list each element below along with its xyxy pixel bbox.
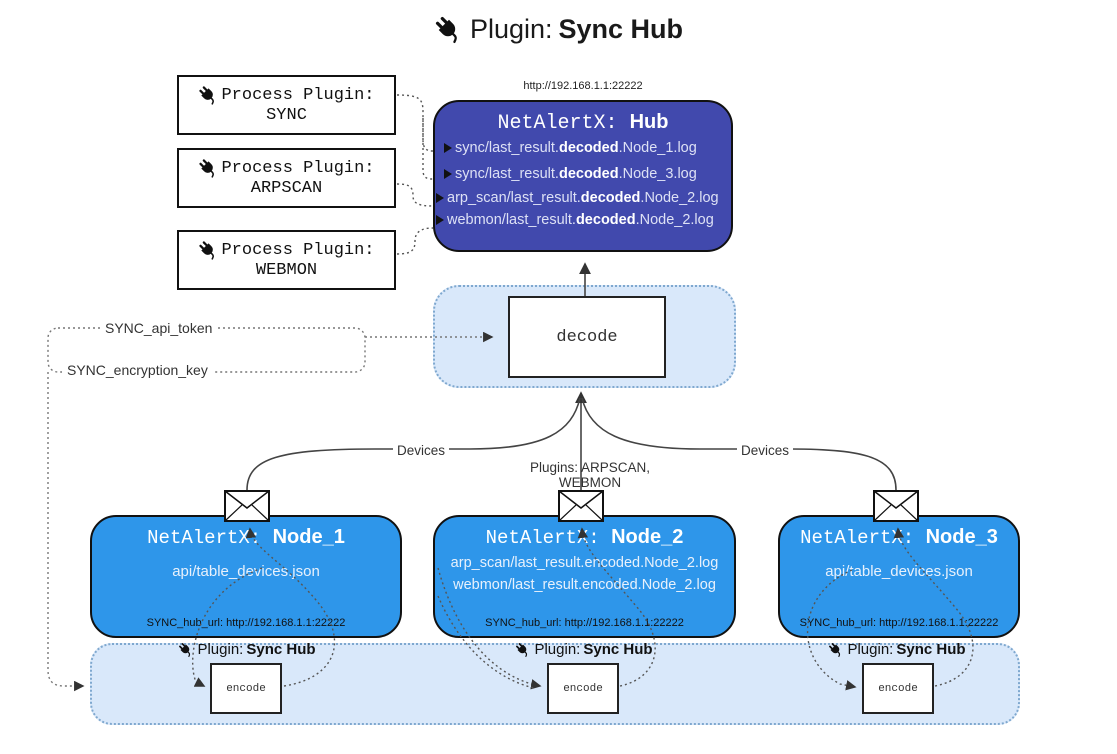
arrow-right-icon bbox=[436, 193, 444, 203]
sync-plugin-label: Plugin: Sync Hub bbox=[157, 641, 337, 658]
node1-title: NetAlertX: Node_1 bbox=[147, 526, 345, 549]
sync-plugin-label: Plugin: Sync Hub bbox=[807, 641, 987, 658]
hub-log-line: arp_scan/last_result.decoded.Node_2.log bbox=[435, 187, 731, 209]
arrow-right-icon bbox=[444, 169, 452, 179]
encode-box: encode bbox=[862, 663, 934, 714]
node3-hub-url: SYNC_hub_url: http://192.168.1.1:22222 bbox=[799, 617, 999, 629]
node3-file: api/table_devices.json bbox=[825, 563, 973, 580]
edge-sync-to-hub-line1 bbox=[396, 94, 434, 152]
envelope-icon bbox=[558, 490, 604, 522]
process-plugin-name: WEBMON bbox=[255, 261, 318, 280]
hub-url-label: http://192.168.1.1:22222 bbox=[523, 80, 643, 92]
hub-log-line: webmon/last_result.decoded.Node_2.log bbox=[435, 209, 731, 231]
plug-icon bbox=[434, 15, 464, 45]
node1-hub-url: SYNC_hub_url: http://192.168.1.1:22222 bbox=[146, 617, 346, 629]
plug-icon bbox=[515, 642, 531, 658]
plug-icon bbox=[198, 158, 219, 179]
process-plugin-name: SYNC bbox=[266, 106, 307, 125]
node3-title: NetAlertX: Node_3 bbox=[800, 526, 998, 549]
page-title: Plugin: Sync Hub bbox=[0, 14, 1117, 45]
node3-box: NetAlertX: Node_3 api/table_devices.json… bbox=[778, 515, 1020, 638]
node1-file: api/table_devices.json bbox=[172, 563, 320, 580]
hub-name-bold: Hub bbox=[629, 111, 669, 133]
node2-title: NetAlertX: Node_2 bbox=[485, 526, 684, 549]
edge-keys-to-strip bbox=[47, 372, 85, 692]
edge-arpscan-to-hub-line3 bbox=[396, 183, 434, 207]
process-plugin-name: ARPSCAN bbox=[250, 179, 323, 198]
node2-file: webmon/last_result.encoded.Node_2.log bbox=[453, 577, 716, 593]
process-plugin-sync-box: Process Plugin: SYNC bbox=[177, 75, 396, 135]
process-plugin-arpscan-box: Process Plugin: ARPSCAN bbox=[177, 148, 396, 208]
plug-icon bbox=[178, 642, 194, 658]
encode-box: encode bbox=[547, 663, 619, 714]
process-plugin-label: Process Plugin: bbox=[221, 159, 375, 178]
decode-box: decode bbox=[508, 296, 666, 378]
hub-log-line: sync/last_result.decoded.Node_1.log bbox=[435, 135, 731, 161]
hub-log-line: sync/last_result.decoded.Node_3.log bbox=[435, 161, 731, 187]
envelope-icon bbox=[224, 490, 270, 522]
hub-title: NetAlertX: Hub bbox=[435, 111, 731, 135]
title-prefix: Plugin: bbox=[469, 14, 553, 44]
devices-right-label: Devices bbox=[737, 443, 794, 458]
plug-icon bbox=[828, 642, 844, 658]
arrow-right-icon bbox=[436, 215, 444, 225]
sync-api-token-label: SYNC_api_token bbox=[100, 320, 218, 336]
title-bold: Sync Hub bbox=[558, 14, 684, 44]
node2-box: NetAlertX: Node_2 arp_scan/last_result.e… bbox=[433, 515, 736, 638]
hub-box: NetAlertX: Hub sync/last_result.decoded.… bbox=[433, 100, 733, 252]
node2-hub-url: SYNC_hub_url: http://192.168.1.1:22222 bbox=[485, 617, 684, 629]
edge-sync-to-hub-line2 bbox=[422, 118, 434, 180]
node1-box: NetAlertX: Node_1 api/table_devices.json… bbox=[90, 515, 402, 638]
plug-icon bbox=[198, 240, 219, 261]
node2-file: arp_scan/last_result.encoded.Node_2.log bbox=[450, 555, 719, 571]
process-plugin-label: Process Plugin: bbox=[221, 241, 375, 260]
plug-icon bbox=[198, 85, 219, 106]
process-plugin-webmon-box: Process Plugin: WEBMON bbox=[177, 230, 396, 290]
process-plugin-label: Process Plugin: bbox=[221, 86, 375, 105]
envelope-icon bbox=[873, 490, 919, 522]
encode-box: encode bbox=[210, 663, 282, 714]
edge-webmon-to-hub-line4 bbox=[396, 227, 434, 255]
sync-plugin-label: Plugin: Sync Hub bbox=[494, 641, 674, 658]
arrow-right-icon bbox=[444, 143, 452, 153]
plugins-center-label: Plugins: ARPSCAN, WEBMON bbox=[529, 460, 651, 490]
sync-encryption-key-label: SYNC_encryption_key bbox=[62, 362, 213, 378]
hub-name-prefix: NetAlertX: bbox=[497, 112, 630, 135]
devices-left-label: Devices bbox=[393, 443, 450, 458]
